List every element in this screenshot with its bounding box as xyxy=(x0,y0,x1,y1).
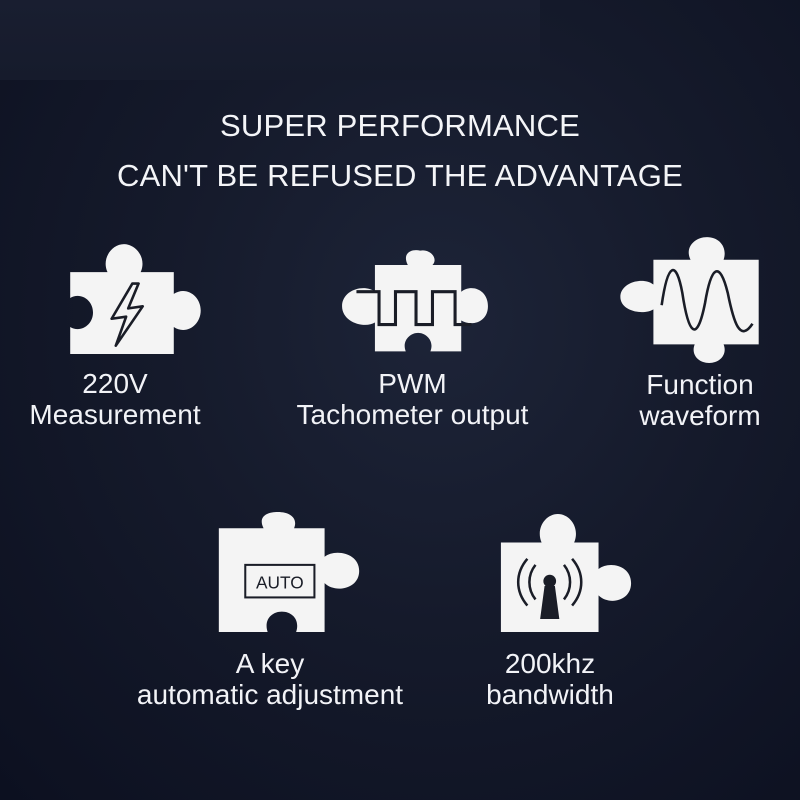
top-panel xyxy=(0,0,540,80)
feature-waveform-label: Function waveform xyxy=(639,369,761,431)
puzzle-piece xyxy=(342,250,488,352)
feature-220v-label: 220V Measurement xyxy=(29,368,201,430)
signal-antenna-icon xyxy=(516,557,583,620)
headline-line-1: SUPER PERFORMANCE xyxy=(220,108,580,143)
feature-pwm-label: PWM Tachometer output xyxy=(296,368,529,430)
puzzle-piece xyxy=(500,514,632,632)
headline-line-2: CAN'T BE REFUSED THE ADVANTAGE xyxy=(116,158,683,193)
lightning-icon xyxy=(110,282,145,347)
feature-bandwidth-label: 200khz bandwidth xyxy=(486,648,614,710)
feature-bandwidth xyxy=(496,512,636,632)
feature-waveform xyxy=(616,235,761,363)
feature-auto-label: A key automatic adjustment xyxy=(136,648,404,710)
sine-wave-icon xyxy=(660,269,754,333)
puzzle-piece: AUTO xyxy=(218,512,360,632)
pwm-pulse-icon xyxy=(356,290,472,327)
feature-auto: AUTO xyxy=(214,512,364,632)
svg-text:AUTO: AUTO xyxy=(256,572,304,592)
feature-220v xyxy=(64,232,209,362)
feature-pwm xyxy=(340,248,490,356)
puzzle-piece xyxy=(70,244,201,354)
auto-icon: AUTO xyxy=(244,563,316,599)
puzzle-piece xyxy=(620,237,759,363)
